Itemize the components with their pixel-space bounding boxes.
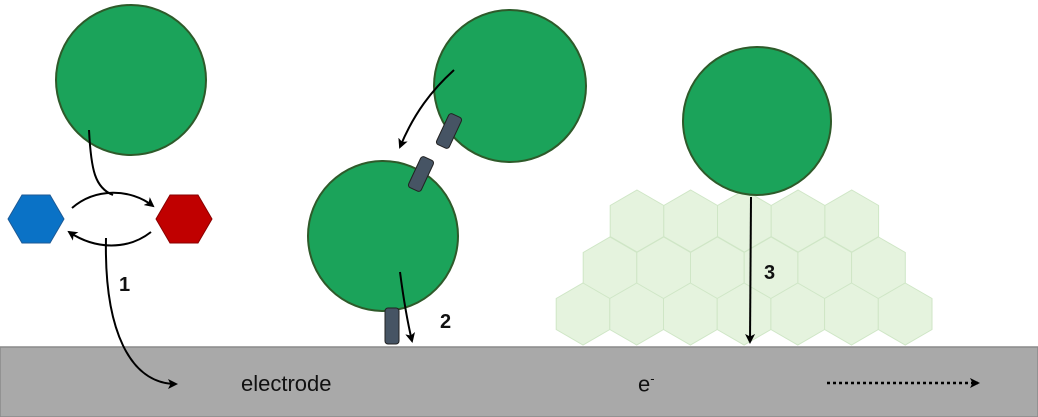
arrow-upper-cell-transfer	[398, 69, 455, 149]
arrow-mediator-to-electrode	[104, 237, 178, 389]
arrow-biofilm-transfer	[745, 196, 756, 344]
arrow-lower-cell-transfer	[399, 271, 416, 343]
cell-mediator	[55, 4, 207, 156]
biofilm-hexagon	[877, 282, 933, 346]
nanowire-middle	[407, 156, 435, 192]
nanowire-bottom	[384, 307, 400, 345]
arrow-redox-top	[71, 191, 155, 209]
nanowire-upper	[435, 113, 463, 149]
biofilm-lattice	[555, 189, 933, 346]
electron-charge-superscript: -	[650, 371, 655, 386]
electron-label: e-	[638, 371, 655, 397]
pathway-3-label: 3	[764, 262, 776, 284]
pathway-1-label: 1	[119, 274, 131, 296]
electrode-label: electrode	[241, 371, 332, 396]
mediator-reduced-hexagon	[155, 194, 213, 244]
cell-biofilm	[682, 46, 832, 196]
cell-upper-nanowire	[433, 9, 587, 163]
cell-lower-nanowire	[307, 160, 459, 312]
mediator-oxidized-hexagon	[7, 194, 65, 244]
pathway-2-label: 2	[440, 311, 452, 333]
arrow-redox-bottom	[67, 230, 152, 247]
